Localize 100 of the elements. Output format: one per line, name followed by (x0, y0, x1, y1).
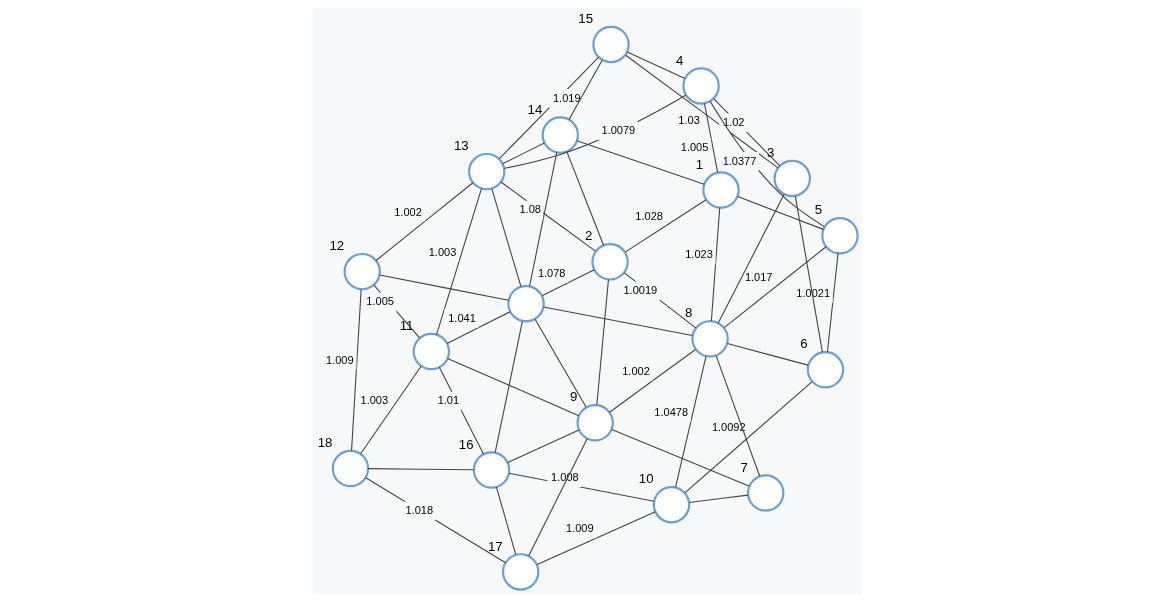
connector (501, 142, 545, 165)
connector (624, 199, 707, 253)
node-circle (652, 485, 690, 524)
node-label: 12 (329, 238, 344, 254)
node-circle (472, 451, 510, 489)
edge-label: 1.0377 (722, 154, 756, 167)
edge-label: 1.03 (677, 114, 700, 127)
connector (536, 511, 656, 566)
connector (610, 429, 750, 487)
edge-label: 1.0478 (653, 405, 688, 418)
connector (542, 306, 693, 337)
node-circle (501, 553, 539, 591)
node-label: 5 (814, 202, 822, 218)
edge-label: 1.01 (437, 394, 459, 407)
connector (534, 318, 587, 408)
node-circle (591, 25, 630, 64)
edge-label: 1.005 (365, 295, 394, 308)
connector (565, 151, 604, 246)
node-label: 6 (799, 336, 808, 352)
connector (595, 279, 609, 406)
edge-label: 1.023 (684, 248, 713, 261)
connector (498, 56, 599, 160)
edge-label: 1.018 (404, 504, 433, 517)
node-circle (467, 152, 505, 191)
connector (359, 365, 422, 455)
node-circle (506, 284, 545, 323)
connector (446, 311, 511, 345)
edge-label: 1.041 (447, 311, 476, 324)
connector (495, 486, 516, 556)
node-label: 14 (527, 101, 542, 117)
connector (709, 100, 825, 228)
connector (710, 207, 720, 322)
node-circle (806, 351, 844, 389)
node-circle (541, 116, 579, 154)
edge-label: 1.003 (360, 393, 388, 406)
connector (367, 468, 474, 471)
connector (576, 140, 705, 185)
connector (717, 193, 785, 324)
node-circle (331, 449, 369, 488)
node-label: 16 (458, 436, 474, 452)
node-label: 15 (577, 11, 593, 27)
node-circle (575, 404, 614, 442)
edge-label: 1.005 (680, 140, 708, 153)
edge-label: 1.009 (325, 353, 354, 366)
node-label: 18 (317, 435, 332, 451)
edge-label: 1.0019 (622, 284, 657, 297)
connector (826, 252, 839, 353)
node-circle (690, 320, 729, 358)
node-label: 7 (740, 459, 748, 475)
node-label: 13 (453, 138, 469, 154)
edge-label: 1.078 (537, 266, 565, 279)
edge-label: 1.019 (552, 91, 581, 104)
connector (490, 188, 521, 287)
node-circle (590, 243, 629, 281)
connector (794, 195, 823, 353)
node-label: 10 (638, 471, 654, 487)
connector (568, 59, 603, 121)
node-label: 3 (766, 145, 774, 161)
edge-label: 1.02 (722, 116, 745, 129)
node-label: 17 (487, 538, 503, 554)
edge-label: 1.0092 (711, 421, 746, 434)
edge-label: 1.002 (393, 205, 422, 218)
node-label: 1 (695, 156, 703, 172)
node-circle (681, 67, 720, 105)
node-circle (746, 474, 784, 512)
connector (626, 51, 686, 80)
connector (446, 357, 579, 417)
node-circle (820, 217, 859, 255)
connector (527, 438, 588, 557)
connector (494, 320, 523, 454)
connector (688, 494, 749, 504)
node-circle (773, 159, 811, 198)
edge-label: 1.0021 (795, 286, 830, 299)
connector (528, 152, 557, 287)
connector (736, 195, 824, 230)
connector (703, 103, 718, 174)
edge-label: 1.028 (634, 209, 663, 222)
node-label: 9 (569, 389, 577, 405)
connector (683, 381, 812, 494)
edge-label: 1.017 (744, 271, 773, 284)
connector (364, 477, 506, 564)
node-circle (343, 252, 381, 291)
node-circle (701, 171, 740, 209)
connector (350, 288, 362, 452)
connector (726, 342, 808, 366)
edge-label: 1.08 (518, 203, 541, 216)
edge-label: 1.0079 (601, 124, 635, 137)
connector (674, 355, 707, 489)
connector (608, 348, 696, 413)
node-label: 2 (584, 228, 592, 244)
node-label: 8 (684, 305, 692, 321)
connector (712, 98, 780, 167)
connector (541, 269, 595, 297)
connector (378, 274, 509, 301)
node-circle (412, 332, 450, 371)
connector (503, 94, 686, 169)
node-label: 4 (675, 52, 683, 68)
edge-label: 1.003 (428, 245, 456, 258)
connector (715, 355, 760, 477)
edge-label: 1.009 (565, 522, 594, 535)
